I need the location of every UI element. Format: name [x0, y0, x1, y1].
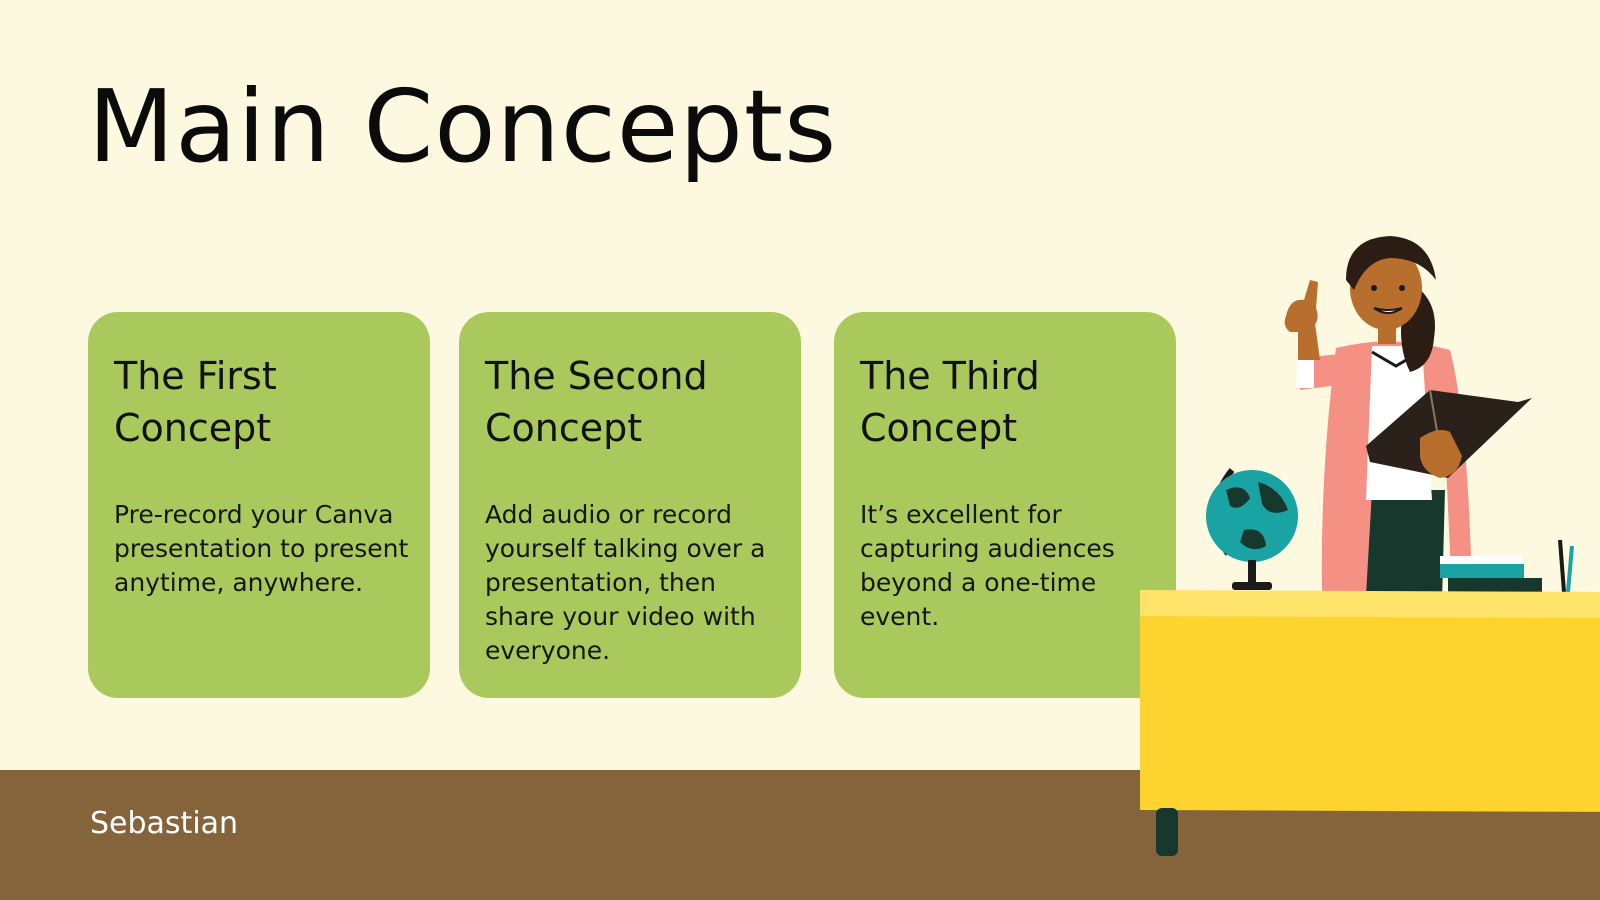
page-title: Main Concepts — [88, 68, 838, 185]
concept-card-title: The Second Concept — [485, 350, 765, 454]
book-icon — [1440, 539, 1574, 594]
card-title-line: The Third — [860, 354, 1040, 398]
concept-card-title: The First Concept — [114, 350, 394, 454]
desk-icon — [1140, 590, 1600, 856]
concept-card-title: The Third Concept — [860, 350, 1140, 454]
card-title-line: Concept — [860, 406, 1018, 450]
concept-card-text: It’s excellent for capturing audiences b… — [860, 500, 1115, 631]
teacher-illustration — [1140, 236, 1600, 856]
card-title-line: Concept — [114, 406, 272, 450]
card-title-line: The Second — [485, 354, 708, 398]
concept-card-text: Add audio or record yourself talking ove… — [485, 500, 766, 665]
concept-card-2: The Second Concept Add audio or record y… — [459, 312, 801, 698]
card-title-line: The First — [114, 354, 277, 398]
concept-card-text: Pre-record your Canva presentation to pr… — [114, 500, 409, 597]
card-title-line: Concept — [485, 406, 643, 450]
teacher-icon — [1284, 236, 1532, 602]
concept-card-1: The First Concept Pre-record your Canva … — [88, 312, 430, 698]
presenter-name: Sebastian — [90, 806, 239, 841]
globe-icon — [1206, 468, 1298, 590]
concept-card-3: The Third Concept It’s excellent for cap… — [834, 312, 1176, 698]
